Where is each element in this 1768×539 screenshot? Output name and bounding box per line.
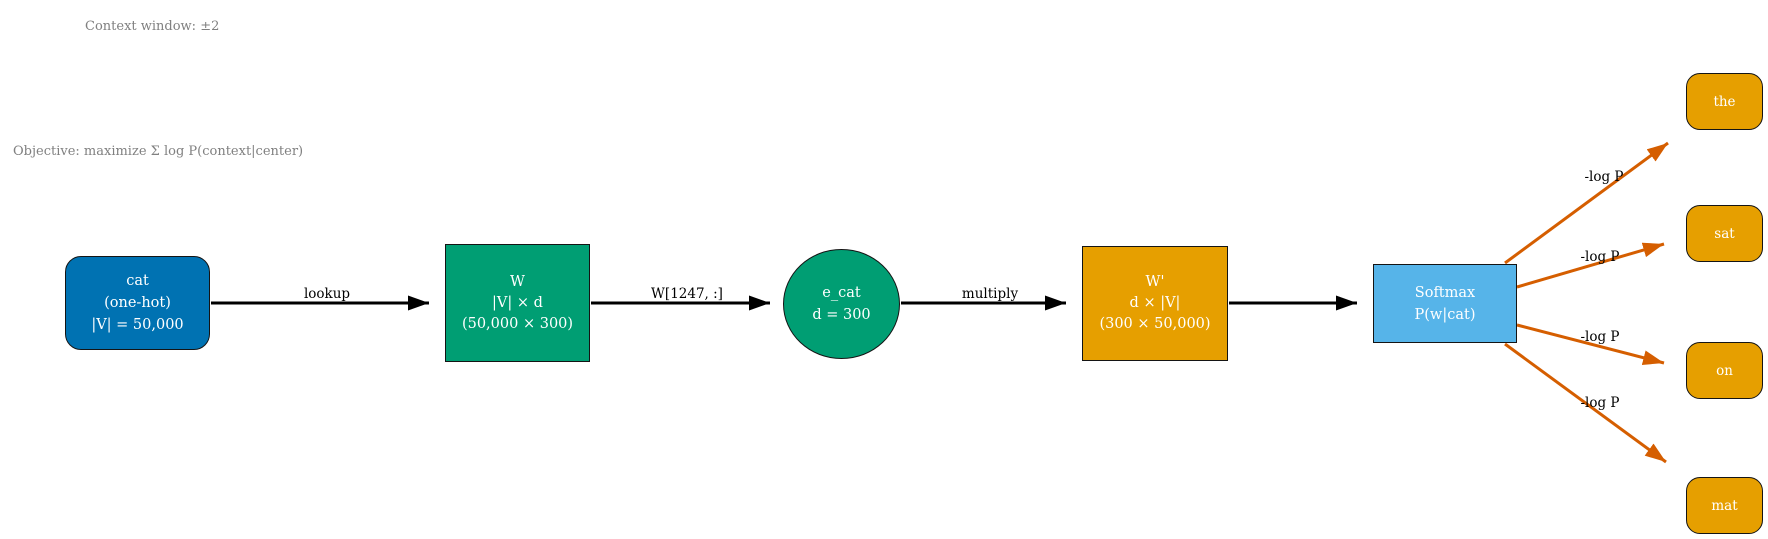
loss-arrow-mat [1504,342,1667,464]
edge-label-neg-log-p-the: -log P [1584,169,1624,185]
output-matrix-name: W' [1145,274,1165,290]
loss-arrow-sat [1516,242,1665,289]
softmax-title: Softmax [1414,284,1476,301]
context-word-sat: sat [1686,205,1763,262]
objective-note: Objective: maximize Σ log P(context|cent… [13,144,304,159]
center-word-text: cat [126,273,149,289]
edge-label-multiply: multiply [961,286,1019,302]
context-word-the: the [1686,73,1763,130]
embedding-matrix-dims: |V| × d [492,294,543,311]
context-word-on: on [1686,342,1763,399]
context-word-mat: mat [1686,477,1763,534]
embedding-vector-name: e_cat [822,285,861,301]
edge-label-neg-log-p-on: -log P [1580,329,1620,345]
output-matrix-dims: d × |V| [1129,295,1181,311]
output-matrix-shape: (300 × 50,000) [1099,316,1211,332]
embedding-vector-dim: d = 300 [812,307,871,323]
context-window-note: Context window: ±2 [85,19,220,34]
embedding-matrix-shape: (50,000 × 300) [461,315,574,332]
node-embedding-matrix: W |V| × d (50,000 × 300) [445,244,590,362]
loss-arrow-the [1504,141,1669,265]
softmax-prob: P(w|cat) [1414,306,1476,323]
node-embedding-vector: e_cat d = 300 [783,249,900,359]
edge-label-neg-log-p-mat: -log P [1580,395,1620,411]
center-word-vocab-size: |V| = 50,000 [91,317,184,333]
node-output-matrix: W' d × |V| (300 × 50,000) [1082,246,1228,361]
embedding-matrix-name: W [510,273,525,290]
edge-label-row-select: W[1247, :] [651,286,723,302]
node-center-word: cat (one-hot) |V| = 50,000 [65,256,210,350]
context-word-label: the [1713,93,1736,110]
context-word-label: sat [1714,225,1735,242]
edge-label-lookup: lookup [303,286,351,302]
node-softmax: Softmax P(w|cat) [1373,264,1517,343]
loss-arrow-on [1516,323,1665,366]
center-word-encoding: (one-hot) [104,295,171,311]
context-word-label: on [1716,362,1733,379]
edge-label-neg-log-p-sat: -log P [1580,249,1620,265]
context-word-label: mat [1711,497,1738,514]
